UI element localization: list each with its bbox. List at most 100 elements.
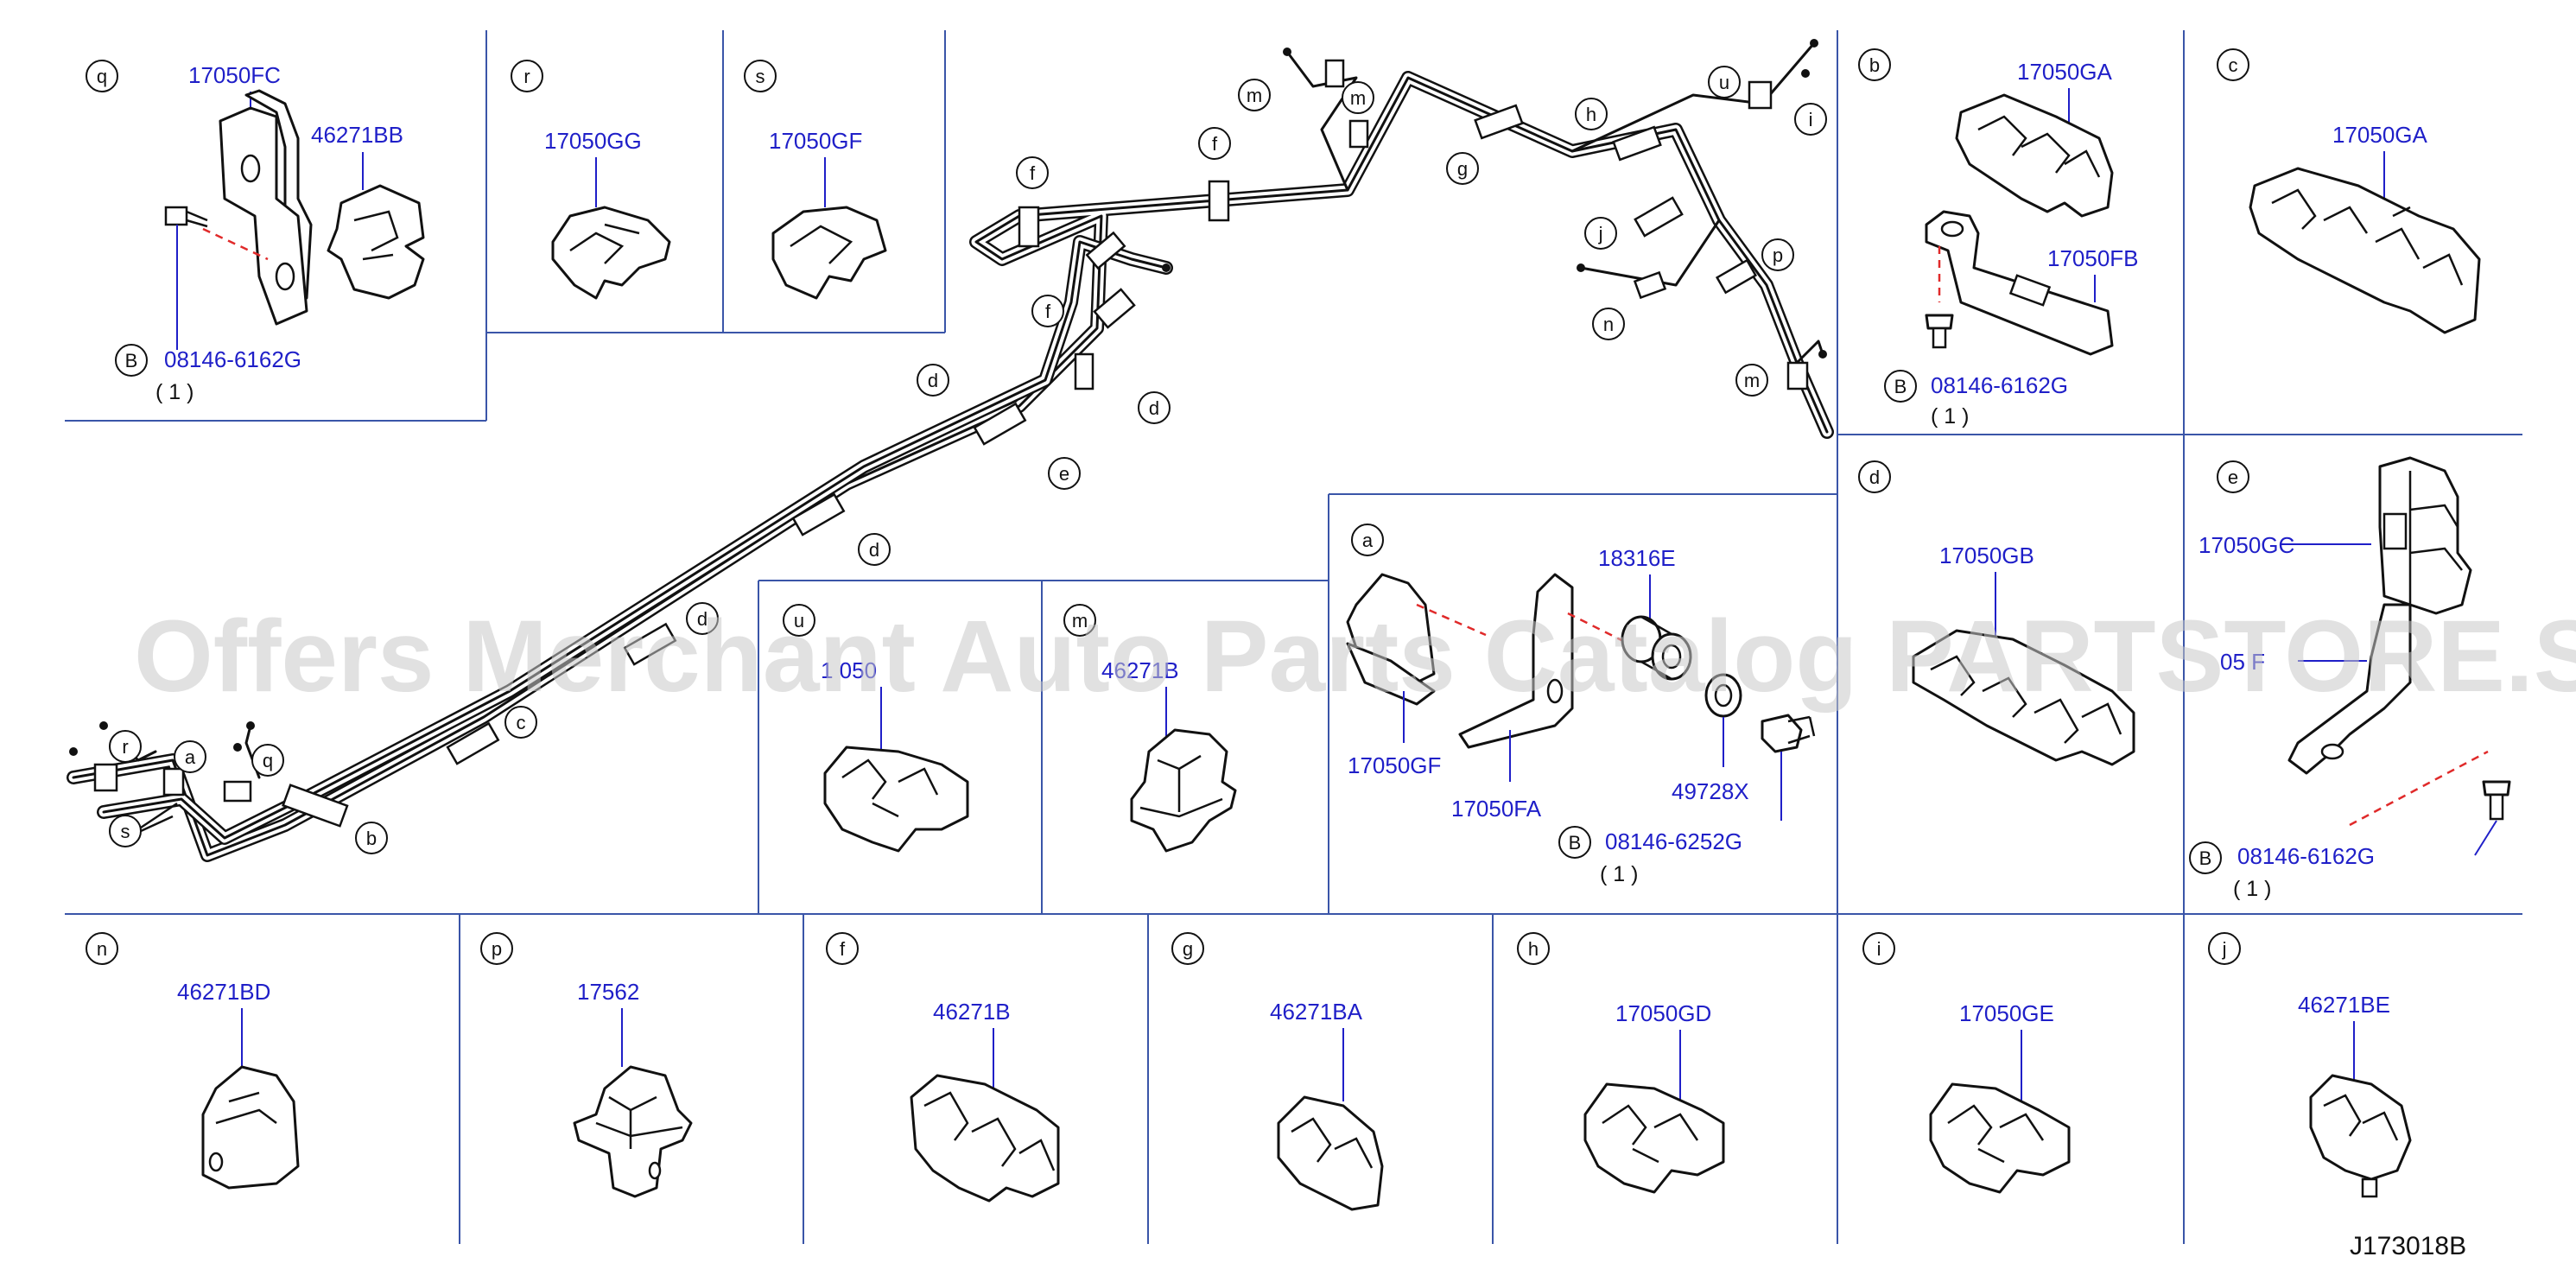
panel-u: u 1 050	[783, 604, 969, 853]
panel-q-callout: q	[97, 66, 107, 87]
bracket-e	[2287, 603, 2412, 775]
part-m-partial-label: 46271B	[1101, 657, 1179, 683]
part-46271BE-label: 46271BE	[2298, 992, 2390, 1018]
part-e-partial-label: 05 F	[2220, 649, 2265, 675]
clip-17050GD	[1583, 1082, 1725, 1194]
callout-h: h	[1586, 104, 1596, 125]
callout-r-1: r	[122, 736, 128, 758]
callout-m-3: m	[1744, 370, 1760, 391]
bolt-b	[1925, 314, 1954, 349]
part-18316E-label: 18316E	[1598, 545, 1676, 571]
clip-17562	[573, 1065, 693, 1198]
brake-pipe-routing	[67, 39, 1834, 862]
panel-d-callout: d	[1869, 466, 1880, 488]
part-49728X-label: 49728X	[1672, 778, 1749, 804]
panel-p-callout: p	[492, 938, 502, 960]
callout-m-2: m	[1350, 87, 1366, 109]
part-17562-label: 17562	[577, 979, 639, 1005]
panel-i-callout: i	[1877, 938, 1881, 960]
routing-callouts: f f f m m g h u i j p n m d d e d d c b …	[109, 66, 1827, 854]
part-17050GD-label: 17050GD	[1615, 1000, 1711, 1026]
panel-c-callout: c	[2229, 54, 2238, 76]
callout-d-3: d	[869, 539, 879, 561]
callout-d-1: d	[928, 370, 938, 391]
bolt-marker-e: B	[2199, 847, 2212, 869]
panel-q: q 17050FC 46271BB B 08146-6162G ( 1 )	[86, 60, 425, 404]
qty-e: ( 1 )	[2233, 877, 2271, 901]
bolt-q	[164, 206, 208, 228]
diagram-code: J173018B	[2350, 1232, 2466, 1260]
panel-a: a 17050GF 17050FA 18316E 49728X B 0	[1346, 524, 1816, 886]
bolt-marker-a: B	[1569, 832, 1582, 854]
panel-d: d 17050GB	[1858, 460, 2135, 766]
qty-b: ( 1 )	[1931, 404, 1969, 428]
part-46271B-label: 46271B	[933, 999, 1011, 1025]
callout-f-1: f	[1030, 162, 1036, 184]
part-17050FB-label: 17050FB	[2047, 245, 2139, 271]
pipe-clip-markers	[93, 59, 1809, 828]
part-17050GC-label: 17050GC	[2198, 532, 2294, 558]
pipe-upper-branches	[119, 41, 1824, 779]
part-08146-6252G-label: 08146-6252G	[1605, 828, 1742, 854]
panel-h: h 17050GD	[1517, 932, 1725, 1194]
panel-b-callout: b	[1869, 54, 1880, 76]
part-08146-6162G-label-q: 08146-6162G	[164, 346, 301, 372]
clip-17050GF-s	[771, 206, 887, 300]
part-17050GG-label: 17050GG	[544, 128, 642, 154]
callout-b-1: b	[366, 828, 377, 849]
part-17050GE-label: 17050GE	[1959, 1000, 2054, 1026]
panel-e-callout: e	[2228, 466, 2238, 488]
clip-46271BB	[327, 184, 425, 300]
callout-p-1: p	[1773, 244, 1783, 266]
part-17050GA-label-c: 17050GA	[2332, 122, 2428, 148]
part-08146-6162G-label-b: 08146-6162G	[1931, 372, 2068, 398]
panel-e: e 17050GC 05 F B 08146-6162G ( 1 )	[2189, 456, 2511, 901]
panel-j: j 46271BE	[2208, 932, 2412, 1198]
panel-j-callout: j	[2222, 938, 2227, 960]
part-17050FA-label: 17050FA	[1451, 796, 1542, 822]
clip-17050GG	[551, 206, 671, 300]
callout-j-1: j	[1598, 223, 1603, 244]
part-46271BD-label: 46271BD	[177, 979, 270, 1005]
callout-n-1: n	[1603, 314, 1614, 335]
panel-h-callout: h	[1528, 938, 1539, 960]
part-46271BB-label: 46271BB	[311, 122, 403, 148]
callout-f-2: f	[1212, 133, 1218, 155]
callout-e-1: e	[1059, 463, 1069, 485]
qty-a: ( 1 )	[1600, 862, 1638, 886]
panel-f-callout: f	[840, 938, 846, 960]
callout-d-2: d	[1149, 397, 1159, 419]
panel-g: g 46271BA	[1171, 932, 1384, 1211]
panel-p: p 17562	[480, 932, 693, 1198]
clip-17050GB	[1912, 629, 2135, 766]
clip-17050GA-b	[1955, 93, 2114, 218]
panel-n: n 46271BD	[86, 932, 300, 1190]
panel-r-callout: r	[523, 66, 530, 87]
clip-17050GE	[1929, 1082, 2071, 1194]
pipe-end-fittings	[69, 39, 1827, 756]
panel-n-callout: n	[97, 938, 107, 960]
part-u-partial-label: 1 050	[821, 657, 877, 683]
callout-u-1: u	[1719, 72, 1729, 93]
bracket-17050FA	[1458, 573, 1574, 749]
panel-r: r 17050GG	[511, 60, 671, 300]
clip-u	[823, 746, 969, 853]
panel-s-callout: s	[756, 66, 765, 87]
callout-s-1: s	[121, 821, 130, 842]
clip-17050GC	[2378, 456, 2472, 615]
pipe-bundle-main	[67, 71, 1834, 862]
part-17050GF-label-a: 17050GF	[1348, 752, 1441, 778]
callout-c-1: c	[517, 712, 526, 733]
panel-u-callout: u	[794, 610, 804, 631]
panel-b: b 17050GA 17050FB B 08146-6162G ( 1 )	[1858, 48, 2139, 428]
panel-g-callout: g	[1183, 938, 1193, 960]
part-17050FC-label: 17050FC	[188, 62, 281, 88]
qty-q: ( 1 )	[155, 380, 194, 404]
panel-a-callout: a	[1362, 530, 1374, 551]
callout-q-1: q	[263, 750, 273, 771]
part-17050GB-label: 17050GB	[1939, 543, 2034, 568]
watermark: Offers Merchant Auto Parts Catalog PARTS…	[134, 600, 2576, 714]
clip-46271BE	[2309, 1074, 2412, 1181]
part-17050GF-label-s: 17050GF	[769, 128, 862, 154]
